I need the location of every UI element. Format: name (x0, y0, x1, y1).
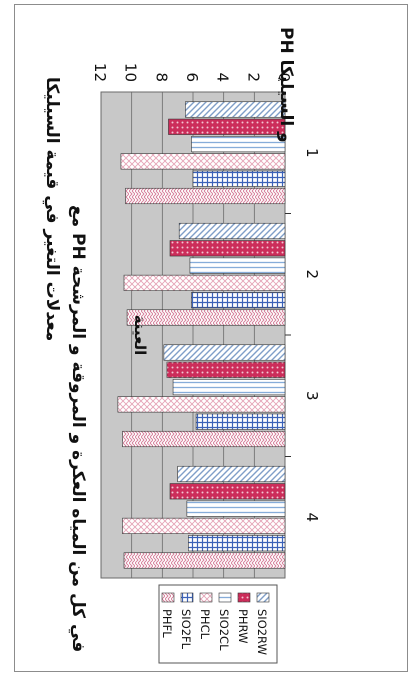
legend-swatch-PHFL (161, 592, 175, 603)
bar-PHRW-3 (166, 361, 286, 378)
legend-label-PHCL: PHCL (198, 609, 212, 640)
bar-PHCL-3 (117, 396, 286, 413)
value-tick-label: 10 (122, 63, 140, 82)
bar-SIO2RW-2 (178, 222, 286, 240)
bar-SIO2FL-3 (195, 413, 286, 430)
category-tick-label: 2 (303, 269, 321, 279)
bar-SIO2RW-4 (177, 465, 286, 483)
bar-SIO2FL-2 (191, 292, 286, 309)
bar-SIO2CL-4 (186, 500, 286, 517)
y-axis-label: PH و السيليكا (276, 27, 296, 143)
legend-label-PHFL: PHFL (160, 609, 174, 638)
bar-SIO2FL-1 (192, 170, 286, 187)
bar-PHFL-3 (122, 430, 286, 448)
value-axis-ticks: 0 2 4 6 8 10 12 (91, 63, 293, 82)
value-tick-label: 2 (244, 72, 262, 82)
legend-swatch-PHCL (199, 592, 213, 603)
bar-PHCL-2 (123, 274, 286, 291)
legend-swatch-PHRW (237, 592, 251, 603)
legend-label-SIO2FL: SIO2FL (179, 609, 193, 650)
bar-PHFL-4 (123, 552, 286, 569)
bar-PHRW-1 (168, 118, 286, 135)
bar-PHRW-4 (169, 483, 286, 500)
bar-SIO2RW-3 (163, 344, 286, 361)
bar-SIO2CL-2 (189, 257, 286, 274)
value-tick-label: 12 (91, 63, 109, 82)
legend-swatch-SIO2FL (180, 592, 194, 603)
legend: SIO2RW PHRW SIO2CL PHCL SIO2FL PHFL (158, 584, 278, 664)
category-axis-ticks: 1 2 3 4 (285, 148, 321, 522)
value-tick-label: 4 (214, 72, 232, 82)
bar-PHFL-2 (126, 309, 286, 326)
bars (117, 101, 286, 569)
bar-PHCL-4 (122, 517, 286, 534)
category-tick-label: 3 (303, 391, 321, 401)
legend-label-SIO2RW: SIO2RW (255, 609, 269, 655)
bar-PHRW-2 (169, 240, 286, 257)
value-tick-label: 0 (275, 72, 293, 82)
x-axis-label: العينة (131, 315, 149, 356)
legend-swatch-SIO2CL (218, 592, 232, 603)
bar-SIO2FL-4 (188, 535, 286, 552)
legend-swatch-SIO2RW (256, 592, 270, 603)
chart-title-line-1: معدلات التغير في قيمة السيليكا (42, 77, 62, 341)
chart-title-line-2: مع PH في كل من المياه العكرة و المروقة و… (68, 205, 88, 652)
bar-SIO2RW-1 (185, 101, 286, 118)
bar-PHFL-1 (125, 187, 286, 205)
value-tick-label: 8 (152, 72, 170, 82)
bar-SIO2CL-1 (191, 136, 286, 153)
value-tick-label: 6 (183, 72, 201, 82)
bar-SIO2CL-3 (172, 379, 286, 396)
bar-PHCL-1 (120, 153, 286, 170)
category-tick-label: 4 (303, 512, 321, 522)
legend-label-PHRW: PHRW (236, 609, 250, 643)
category-tick-label: 1 (303, 148, 321, 158)
legend-label-SIO2CL: SIO2CL (217, 609, 231, 651)
